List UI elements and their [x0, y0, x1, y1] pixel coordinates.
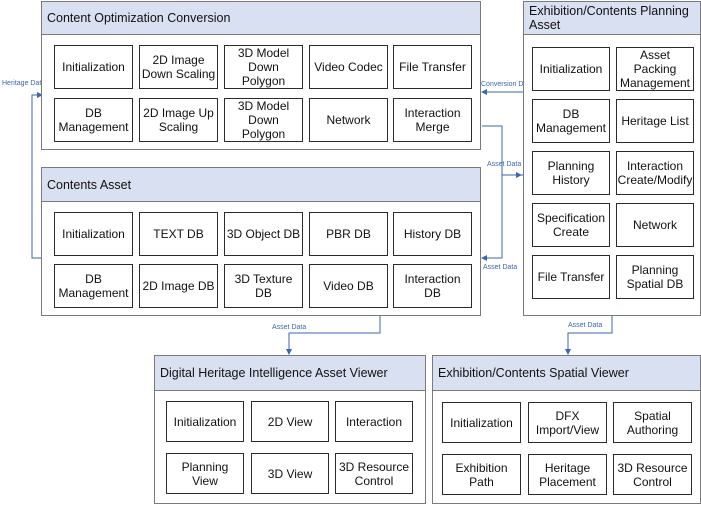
module-box: Initialization — [54, 45, 133, 89]
module-box: DB Management — [532, 99, 610, 143]
module-box: 3D Model Down Polygon — [224, 98, 303, 142]
content-optimization-panel: Content Optimization Conversion Initiali… — [41, 1, 481, 150]
panel-title: Exhibition/Contents Planning Asset — [524, 2, 700, 35]
module-box: Heritage Placement — [528, 454, 607, 495]
module-box: Network — [616, 203, 694, 247]
heritage-data-label: Heritage Data — [2, 80, 46, 87]
module-box: 3D Resource Control — [613, 454, 692, 495]
module-box: Interaction Create/Modify — [616, 151, 694, 195]
module-box: Video Codec — [309, 45, 388, 89]
module-box: DB Management — [54, 264, 133, 308]
module-box: Exhibition Path — [442, 454, 521, 495]
module-box: Asset Packing Management — [616, 47, 694, 91]
asset-data-label-1: Asset Data — [487, 161, 522, 168]
module-box: Spatial Authoring — [613, 402, 692, 443]
module-box: DB Management — [54, 98, 133, 142]
module-box: File Transfer — [393, 45, 472, 89]
asset-data-label-4: Asset Data — [568, 322, 603, 329]
module-box: Planning Spatial DB — [616, 255, 694, 299]
module-box: Initialization — [166, 401, 244, 442]
module-box: 2D Image Up Scaling — [139, 98, 218, 142]
exhibition-planning-panel: Exhibition/Contents Planning Asset Initi… — [523, 1, 701, 316]
asset-data-line-2 — [481, 174, 523, 261]
heritage-data-line — [31, 92, 43, 259]
panel-title: Contents Asset — [42, 168, 480, 202]
module-box: DFX Import/View — [528, 402, 607, 443]
module-box: Heritage List — [616, 99, 694, 143]
module-box: 2D View — [251, 401, 329, 442]
panel-title: Exhibition/Contents Spatial Viewer — [433, 356, 700, 391]
module-box: Initialization — [442, 402, 521, 443]
panel-title: Digital Heritage Intelligence Asset View… — [155, 356, 425, 391]
module-box: TEXT DB — [139, 212, 218, 256]
module-box: Network — [309, 98, 388, 142]
contents-asset-panel: Contents Asset Initialization TEXT DB 3D… — [41, 167, 481, 316]
module-box: 3D Texture DB — [224, 264, 303, 308]
module-box: File Transfer — [532, 255, 610, 299]
module-box: 3D Object DB — [224, 212, 303, 256]
asset-data-line-4 — [565, 316, 613, 355]
module-box: Interaction Merge — [393, 98, 472, 142]
module-box: Planning View — [166, 453, 244, 494]
module-box: 2D Image DB — [139, 264, 218, 308]
module-box: Interaction — [335, 401, 413, 442]
asset-data-label-3: Asset Data — [272, 324, 307, 331]
module-box: History DB — [393, 212, 472, 256]
module-box: Specification Create — [532, 203, 610, 247]
module-box: Interaction DB — [393, 264, 472, 308]
asset-viewer-panel: Digital Heritage Intelligence Asset View… — [154, 355, 426, 504]
module-box: 3D Resource Control — [335, 453, 413, 494]
module-box: Initialization — [532, 47, 610, 91]
module-box: Video DB — [309, 264, 388, 308]
panel-title: Content Optimization Conversion — [42, 2, 480, 35]
spatial-viewer-panel: Exhibition/Contents Spatial Viewer Initi… — [432, 355, 701, 504]
module-box: Planning History — [532, 151, 610, 195]
module-box: 2D Image Down Scaling — [139, 45, 218, 89]
asset-data-line-3 — [286, 316, 381, 355]
conversion-data-label: Conversion Data — [481, 81, 534, 88]
module-box: Initialization — [54, 212, 133, 256]
asset-data-label-2: Asset Data — [483, 264, 518, 271]
module-box: 3D Model Down Polygon — [224, 45, 303, 89]
module-box: 3D View — [251, 453, 329, 494]
module-box: PBR DB — [309, 212, 388, 256]
